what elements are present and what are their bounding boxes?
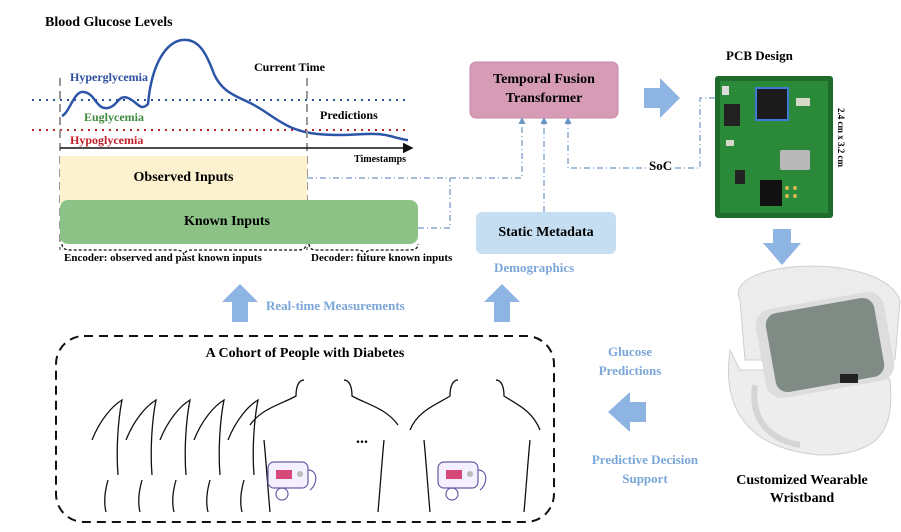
cohort-title: A Cohort of People with Diabetes xyxy=(205,346,405,361)
glucose-curve xyxy=(61,38,409,142)
decision-support-line2: Support xyxy=(622,471,668,486)
decision-support-line1: Predictive Decision xyxy=(591,452,699,467)
decoder-brace xyxy=(308,243,419,256)
cohort-to-static-arrow xyxy=(484,284,520,322)
hyperglycemia-label: Hyperglycemia xyxy=(70,70,148,84)
tft-label-line2: Transformer xyxy=(505,91,583,106)
euglycemia-label: Euglycemia xyxy=(84,110,144,124)
tft-label-line1: Temporal Fusion xyxy=(493,72,595,87)
observed-inputs-label: Observed Inputs xyxy=(133,170,234,185)
static-metadata-label: Static Metadata xyxy=(498,225,594,240)
glucose-predictions-label: Glucose Predictions xyxy=(590,342,670,380)
realtime-measurements-label: Real-time Measurements xyxy=(266,298,405,313)
pcb-dimensions: 2.4 cm x 3.2 cm xyxy=(836,108,846,167)
pcb-design-title: PCB Design xyxy=(726,48,793,63)
encoder-brace xyxy=(61,243,307,256)
insulin-pump-devices xyxy=(267,461,487,501)
static-metadata-box xyxy=(476,212,616,254)
wristband-to-cohort-arrow xyxy=(608,392,646,432)
pcb-to-tft-connector xyxy=(564,97,715,169)
glucose-predictions-line2: Predictions xyxy=(598,363,662,378)
wristband-label-line2: Wristband xyxy=(769,491,835,506)
cohort-to-inputs-arrow xyxy=(222,284,258,322)
encoder-label: Encoder: observed and past known inputs xyxy=(64,252,262,264)
known-inputs-box xyxy=(60,200,418,244)
demographics-label: Demographics xyxy=(494,260,575,275)
tft-to-pcb-arrow xyxy=(644,78,680,118)
current-time-label: Current Time xyxy=(254,60,325,74)
decision-support-label: Predictive Decision Support xyxy=(570,450,720,488)
hypoglycemia-label: Hypoglycemia xyxy=(70,133,144,147)
wristband-label: Customized Wearable Wristband xyxy=(712,472,892,508)
wristband-label-line1: Customized Wearable xyxy=(736,473,868,488)
glucose-predictions-line1: Glucose xyxy=(607,344,653,359)
merge-to-tft-connector xyxy=(450,116,526,179)
known-to-tft-connector xyxy=(418,178,451,229)
cohort-ellipsis: ... xyxy=(356,430,368,447)
timestamps-label: Timestamps xyxy=(354,154,407,165)
pcb-to-wristband-arrow xyxy=(763,229,801,265)
soc-label: SoC xyxy=(646,158,676,174)
wristband-image xyxy=(728,265,901,456)
chart-title: Blood Glucose Levels xyxy=(45,15,173,30)
tft-label: Temporal Fusion Transformer xyxy=(470,70,618,108)
person-outlines xyxy=(91,379,541,513)
decoder-label: Decoder: future known inputs xyxy=(311,252,453,264)
observed-inputs-box xyxy=(60,156,307,204)
pcb-board-image xyxy=(715,76,833,218)
tft-box xyxy=(469,61,619,119)
predictions-label: Predictions xyxy=(320,108,378,122)
known-inputs-label: Known Inputs xyxy=(184,214,270,229)
